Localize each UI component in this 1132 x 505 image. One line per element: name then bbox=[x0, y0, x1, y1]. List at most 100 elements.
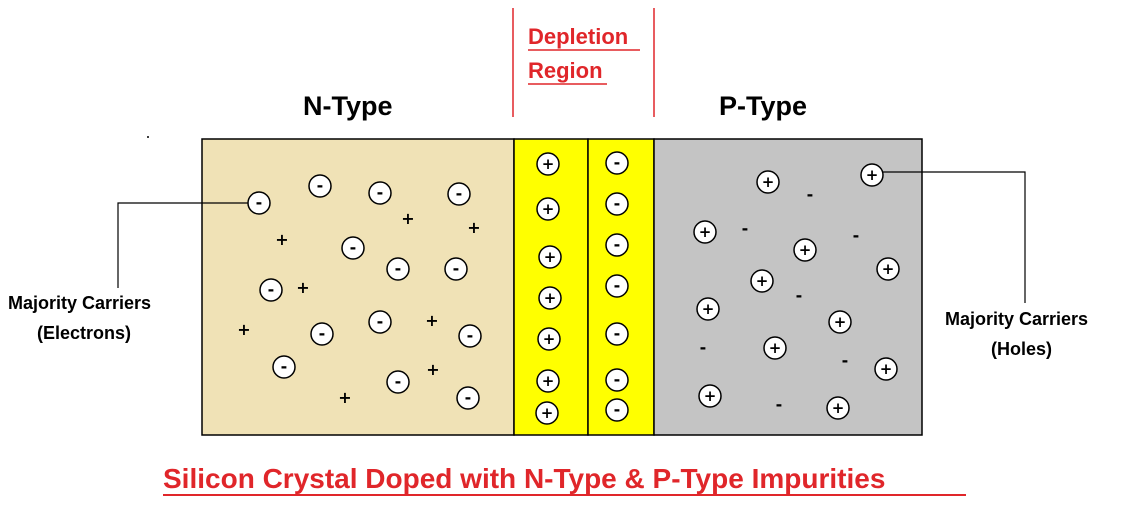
hole-marker: + bbox=[536, 369, 560, 393]
hole-marker: + bbox=[536, 197, 560, 221]
svg-text:-: - bbox=[614, 276, 621, 295]
electron-marker: - bbox=[368, 310, 392, 334]
svg-text:+: + bbox=[762, 173, 775, 191]
svg-text:-: - bbox=[614, 235, 621, 254]
svg-text:-: - bbox=[456, 184, 463, 203]
donor-charge: + bbox=[425, 311, 438, 330]
electron-marker: - bbox=[308, 174, 332, 198]
electron-carrier-leader bbox=[117, 202, 248, 288]
electron-marker: - bbox=[386, 257, 410, 281]
svg-text:-: - bbox=[614, 400, 621, 419]
svg-text:+: + bbox=[832, 399, 845, 417]
svg-text:-: - bbox=[377, 312, 384, 331]
hole-marker: + bbox=[876, 257, 900, 281]
svg-text:+: + bbox=[882, 260, 895, 278]
acceptor-charge: - bbox=[700, 338, 707, 357]
svg-text:+: + bbox=[541, 404, 554, 422]
hole-marker: + bbox=[696, 297, 720, 321]
svg-text:+: + bbox=[834, 313, 847, 331]
electron-carrier-label-line2: (Electrons) bbox=[37, 323, 132, 343]
hole-marker: + bbox=[698, 384, 722, 408]
hole-marker: + bbox=[826, 396, 850, 420]
electron-marker: - bbox=[447, 182, 471, 206]
hole-marker: + bbox=[763, 336, 787, 360]
electron-marker: - bbox=[456, 386, 480, 410]
electron-marker: - bbox=[259, 278, 283, 302]
hole-marker: + bbox=[874, 357, 898, 381]
hole-carrier-label-line1: Majority Carriers bbox=[945, 309, 1089, 329]
electron-marker: - bbox=[605, 233, 629, 257]
svg-text:-: - bbox=[614, 194, 621, 213]
carrier-markers: --------------+++++++-------++++++++++++… bbox=[237, 151, 900, 425]
electron-carrier-label-line1: Majority Carriers bbox=[8, 293, 152, 313]
electron-marker: - bbox=[605, 398, 629, 422]
depletion-label-line1: Depletion bbox=[528, 24, 629, 49]
donor-charge: + bbox=[296, 278, 309, 297]
svg-text:-: - bbox=[256, 193, 263, 212]
hole-marker: + bbox=[693, 220, 717, 244]
electron-marker: - bbox=[605, 192, 629, 216]
svg-text:-: - bbox=[465, 388, 472, 407]
svg-text:-: - bbox=[395, 259, 402, 278]
electron-marker: - bbox=[368, 181, 392, 205]
svg-text:-: - bbox=[350, 238, 357, 257]
acceptor-charge: - bbox=[776, 395, 783, 414]
hole-marker: + bbox=[537, 327, 561, 351]
stray-dot bbox=[147, 136, 149, 138]
svg-text:+: + bbox=[702, 300, 715, 318]
hole-marker: + bbox=[538, 286, 562, 310]
svg-text:+: + bbox=[799, 241, 812, 259]
hole-marker: + bbox=[756, 170, 780, 194]
electron-marker: - bbox=[605, 322, 629, 346]
hole-marker: + bbox=[860, 163, 884, 187]
svg-text:-: - bbox=[467, 326, 474, 345]
svg-text:+: + bbox=[866, 166, 879, 184]
svg-text:-: - bbox=[317, 176, 324, 195]
svg-text:+: + bbox=[769, 339, 782, 357]
diagram-caption: Silicon Crystal Doped with N-Type & P-Ty… bbox=[163, 463, 886, 494]
svg-text:+: + bbox=[704, 387, 717, 405]
acceptor-charge: - bbox=[807, 185, 814, 204]
acceptor-charge: - bbox=[796, 286, 803, 305]
p-type-title: P-Type bbox=[719, 91, 808, 121]
n-type-title: N-Type bbox=[303, 91, 393, 121]
donor-charge: + bbox=[338, 388, 351, 407]
svg-text:-: - bbox=[614, 324, 621, 343]
svg-text:-: - bbox=[453, 259, 460, 278]
acceptor-charge: - bbox=[842, 351, 849, 370]
svg-text:+: + bbox=[544, 289, 557, 307]
electron-marker: - bbox=[605, 274, 629, 298]
donor-charge: + bbox=[426, 360, 439, 379]
acceptor-charge: - bbox=[853, 226, 860, 245]
svg-text:-: - bbox=[377, 183, 384, 202]
hole-marker: + bbox=[536, 152, 560, 176]
hole-carrier-leader bbox=[883, 171, 1026, 303]
electron-marker: - bbox=[605, 151, 629, 175]
svg-text:-: - bbox=[614, 370, 621, 389]
electron-marker: - bbox=[341, 236, 365, 260]
svg-text:-: - bbox=[319, 324, 326, 343]
svg-text:-: - bbox=[614, 153, 621, 172]
electron-marker: - bbox=[458, 324, 482, 348]
svg-text:+: + bbox=[544, 248, 557, 266]
svg-text:-: - bbox=[268, 280, 275, 299]
hole-marker: + bbox=[535, 401, 559, 425]
donor-charge: + bbox=[237, 320, 250, 339]
donor-charge: + bbox=[467, 218, 480, 237]
svg-text:+: + bbox=[880, 360, 893, 378]
hole-marker: + bbox=[750, 269, 774, 293]
hole-marker: + bbox=[828, 310, 852, 334]
p-type-region bbox=[653, 138, 923, 436]
hole-marker: + bbox=[793, 238, 817, 262]
hole-marker: + bbox=[538, 245, 562, 269]
svg-text:+: + bbox=[542, 155, 555, 173]
electron-marker: - bbox=[444, 257, 468, 281]
electron-marker: - bbox=[605, 368, 629, 392]
svg-text:+: + bbox=[542, 372, 555, 390]
svg-text:+: + bbox=[699, 223, 712, 241]
electron-marker: - bbox=[310, 322, 334, 346]
donor-charge: + bbox=[401, 209, 414, 228]
svg-text:-: - bbox=[395, 372, 402, 391]
acceptor-charge: - bbox=[742, 219, 749, 238]
